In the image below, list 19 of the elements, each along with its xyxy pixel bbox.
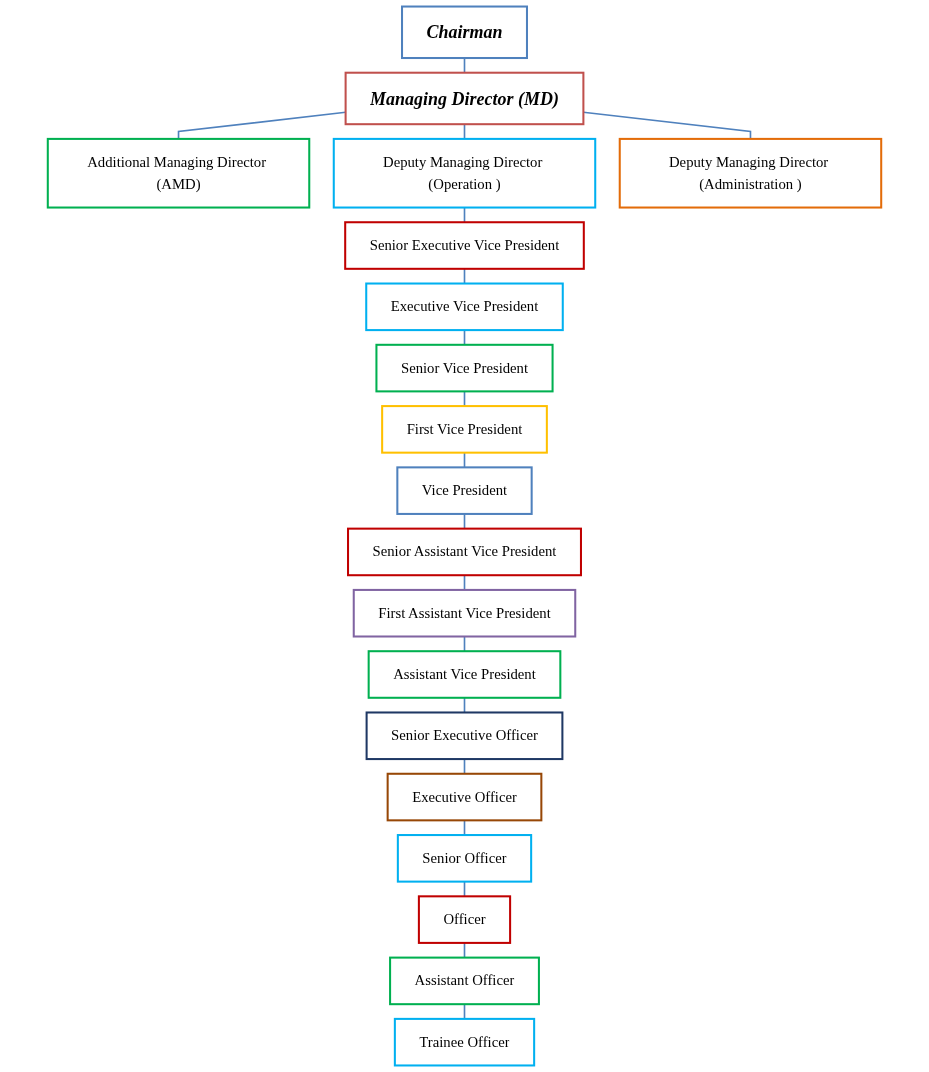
node-box: Deputy Managing Director (Operation ) bbox=[332, 137, 597, 209]
node-box: Deputy Managing Director (Administration ) bbox=[618, 137, 883, 209]
node-box: Chairman bbox=[401, 5, 528, 60]
node-box: Senior Officer bbox=[396, 834, 533, 883]
node-box: First Vice President bbox=[381, 405, 548, 454]
node-box: Senior Vice President bbox=[375, 343, 554, 393]
node-box: Senior Executive Officer bbox=[365, 711, 564, 761]
node-box: Trainee Officer bbox=[393, 1017, 536, 1067]
node-box: Executive Officer bbox=[386, 772, 543, 822]
node-box: Officer bbox=[417, 895, 512, 944]
node-box: Additional Managing Director (AMD) bbox=[46, 137, 311, 209]
node-box: Assistant Officer bbox=[389, 956, 540, 1006]
node-box: Vice President bbox=[396, 466, 533, 515]
node-box: First Assistant Vice President bbox=[352, 588, 577, 638]
node-box: Senior Executive Vice President bbox=[344, 221, 585, 270]
node-box: Senior Assistant Vice President bbox=[347, 527, 582, 577]
node-box: Executive Vice President bbox=[365, 282, 564, 332]
node-box: Assistant Vice President bbox=[367, 650, 562, 699]
node-box: Managing Director (MD) bbox=[344, 71, 585, 126]
